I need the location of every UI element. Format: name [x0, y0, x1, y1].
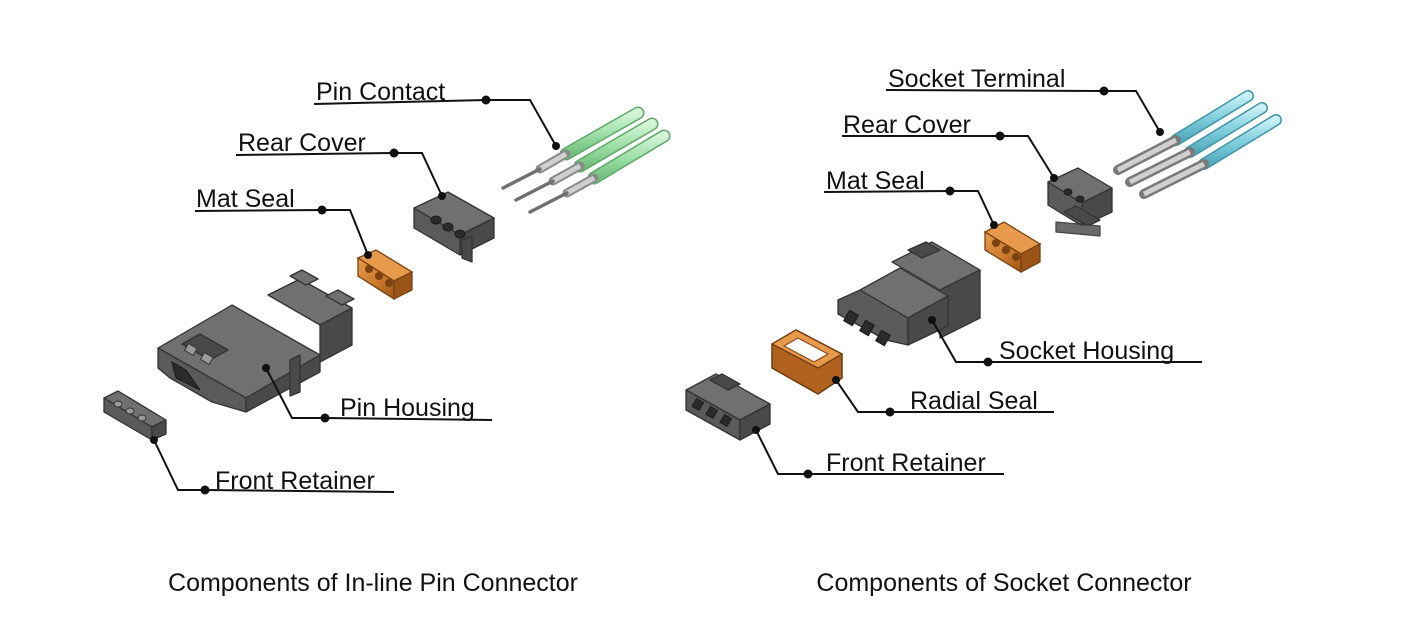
label-front-retainer-left: Front Retainer	[215, 467, 375, 495]
label-mat-seal-right: Mat Seal	[826, 167, 925, 195]
label-radial-seal: Radial Seal	[910, 387, 1038, 415]
mat-seal-part	[356, 249, 414, 301]
pin-contact-wire-3	[528, 129, 671, 214]
rear-cover-part	[413, 191, 495, 263]
pin-connector-group: Pin Contact Rear Cover Mat Seal Pin Hous…	[103, 78, 671, 597]
socket-housing-part	[837, 241, 981, 347]
pin-housing-part	[157, 269, 355, 413]
caption-socket-connector: Components of Socket Connector	[816, 569, 1191, 597]
socket-terminal-part	[1113, 90, 1282, 199]
mat-seal-leader-socket	[823, 186, 998, 229]
mat-seal-part-socket	[983, 221, 1042, 274]
pin-housing-leader	[262, 364, 493, 423]
socket-terminal-wire-1	[1113, 90, 1254, 175]
rear-cover-leader-socket	[842, 131, 1058, 182]
caption-pin-connector: Components of In-line Pin Connector	[168, 569, 578, 597]
socket-connector-group: Socket Terminal Rear Cover Mat Seal Sock…	[685, 65, 1282, 597]
label-mat-seal-left: Mat Seal	[196, 185, 295, 213]
rear-cover-part-socket	[1047, 167, 1113, 237]
socket-housing-leader	[928, 316, 1202, 367]
label-rear-cover-right: Rear Cover	[843, 111, 971, 139]
label-pin-contact: Pin Contact	[316, 78, 445, 106]
label-pin-housing: Pin Housing	[340, 394, 475, 422]
label-socket-terminal: Socket Terminal	[888, 65, 1065, 93]
label-front-retainer-right: Front Retainer	[826, 449, 986, 477]
pin-contact-part	[501, 106, 671, 214]
pin-contact-wire-2	[514, 117, 659, 202]
label-socket-housing: Socket Housing	[999, 337, 1174, 365]
pin-contact-leader	[313, 95, 560, 150]
socket-terminal-wire-2	[1125, 102, 1268, 187]
radial-seal-leader	[832, 376, 1054, 417]
rear-cover-leader	[235, 148, 446, 200]
front-retainer-part-socket	[685, 373, 771, 441]
pin-contact-wire-1	[501, 106, 645, 190]
socket-terminal-leader	[885, 86, 1164, 136]
socket-terminal-wire-3	[1139, 114, 1282, 199]
front-retainer-part	[103, 390, 167, 441]
front-retainer-leader-socket	[752, 426, 1004, 479]
mat-seal-leader	[194, 205, 372, 259]
front-retainer-leader	[150, 436, 395, 495]
radial-seal-part	[770, 329, 844, 395]
label-rear-cover-left: Rear Cover	[238, 129, 366, 157]
